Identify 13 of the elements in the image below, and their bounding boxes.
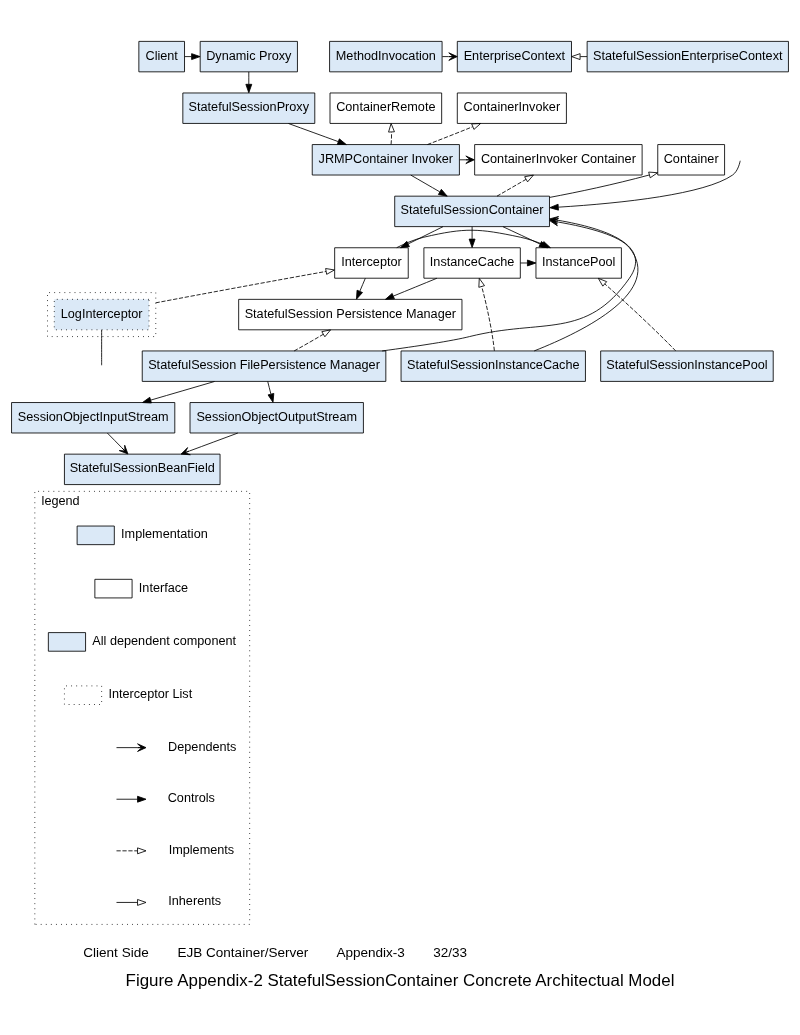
legend-label: Controls xyxy=(167,790,215,805)
label: 32/33 xyxy=(433,944,468,960)
legend-label: Implements xyxy=(168,842,235,857)
label: Appendix-3 xyxy=(336,944,405,960)
label: Client Side xyxy=(83,944,149,960)
legend-label: Inherents xyxy=(168,893,222,908)
legend-label: Dependents xyxy=(168,739,237,754)
legend-label: Implementation xyxy=(121,526,208,541)
label: EJB Container/Server xyxy=(177,944,309,960)
legend-label: Interface xyxy=(138,580,189,595)
legend-label: All dependent component xyxy=(92,633,237,648)
legend-label: Interceptor List xyxy=(108,686,193,701)
caption: Figure Appendix-2 StatefulSessionContainer Concrete Architectual Model xyxy=(125,970,675,990)
